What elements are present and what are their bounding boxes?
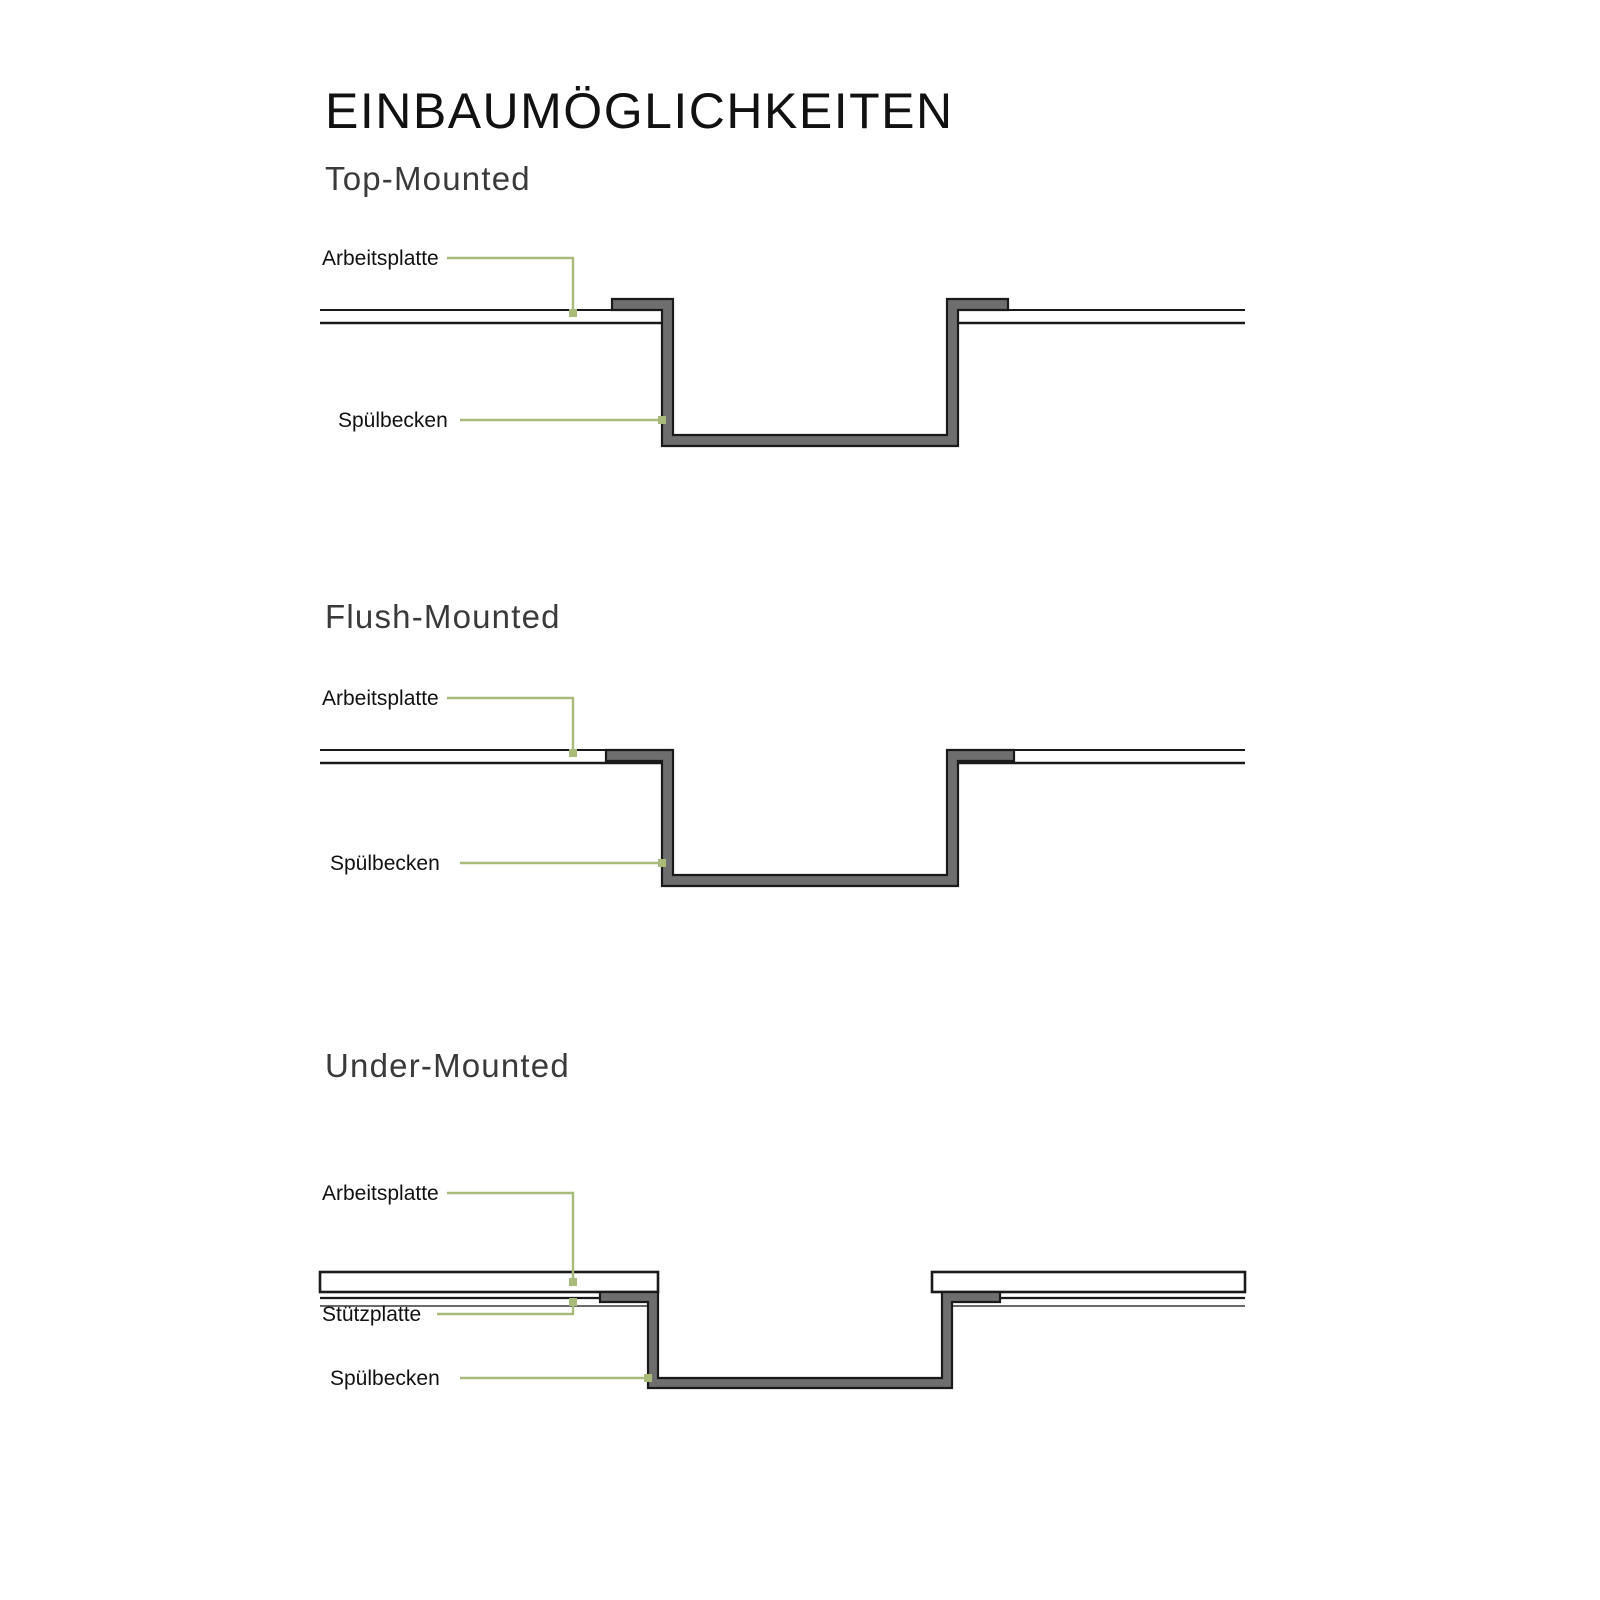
label-arbeitsplatte-top-mounted: Arbeitsplatte — [322, 247, 439, 270]
sink-basin-under-mounted — [598, 1290, 1002, 1390]
diagram-under-mounted: Arbeitsplatte Stützplatte Spülbecken — [0, 1040, 1600, 1600]
sink-basin-top-mounted — [610, 297, 1010, 448]
leader-line-stuetzplatte — [437, 1302, 575, 1316]
label-spuelbecken-flush-mounted: Spülbecken — [330, 852, 440, 875]
flush-mounted-drawing — [320, 696, 1245, 888]
leader-endpoint-stuetzplatte — [569, 1298, 577, 1306]
leader-line-arbeitsplatte — [447, 1191, 575, 1283]
section-heading-top-mounted: Top-Mounted — [325, 160, 531, 197]
page-title: EINBAUMÖGLICHKEITEN — [325, 83, 954, 139]
leader-endpoint-arbeitsplatte — [569, 309, 577, 317]
section-heading-under-mounted: Under-Mounted — [325, 1047, 570, 1084]
diagram-top-mounted: Arbeitsplatte Spülbecken — [0, 0, 1600, 520]
label-arbeitsplatte-under-mounted: Arbeitsplatte — [322, 1182, 439, 1205]
label-spuelbecken-top-mounted: Spülbecken — [338, 409, 448, 432]
label-spuelbecken-under-mounted: Spülbecken — [330, 1367, 440, 1390]
leader-endpoint-spuelbecken — [644, 1374, 652, 1382]
label-stuetzplatte-under-mounted: Stützplatte — [322, 1303, 422, 1326]
leader-endpoint-arbeitsplatte — [569, 1278, 577, 1286]
top-mounted-drawing — [320, 256, 1245, 448]
countertop-slab-right — [930, 1270, 1247, 1294]
sink-basin-flush-mounted — [604, 748, 1016, 888]
leader-endpoint-arbeitsplatte — [569, 749, 577, 757]
label-arbeitsplatte-flush-mounted: Arbeitsplatte — [322, 687, 439, 710]
under-mounted-drawing — [318, 1191, 1247, 1390]
leader-line-arbeitsplatte — [447, 696, 575, 753]
leader-line-arbeitsplatte — [447, 256, 575, 313]
section-heading-flush-mounted: Flush-Mounted — [325, 598, 561, 635]
leader-endpoint-spuelbecken — [658, 416, 666, 424]
countertop-slab-left — [318, 1270, 660, 1294]
leader-endpoint-spuelbecken — [658, 859, 666, 867]
diagram-flush-mounted: Arbeitsplatte Spülbecken — [0, 520, 1600, 1040]
